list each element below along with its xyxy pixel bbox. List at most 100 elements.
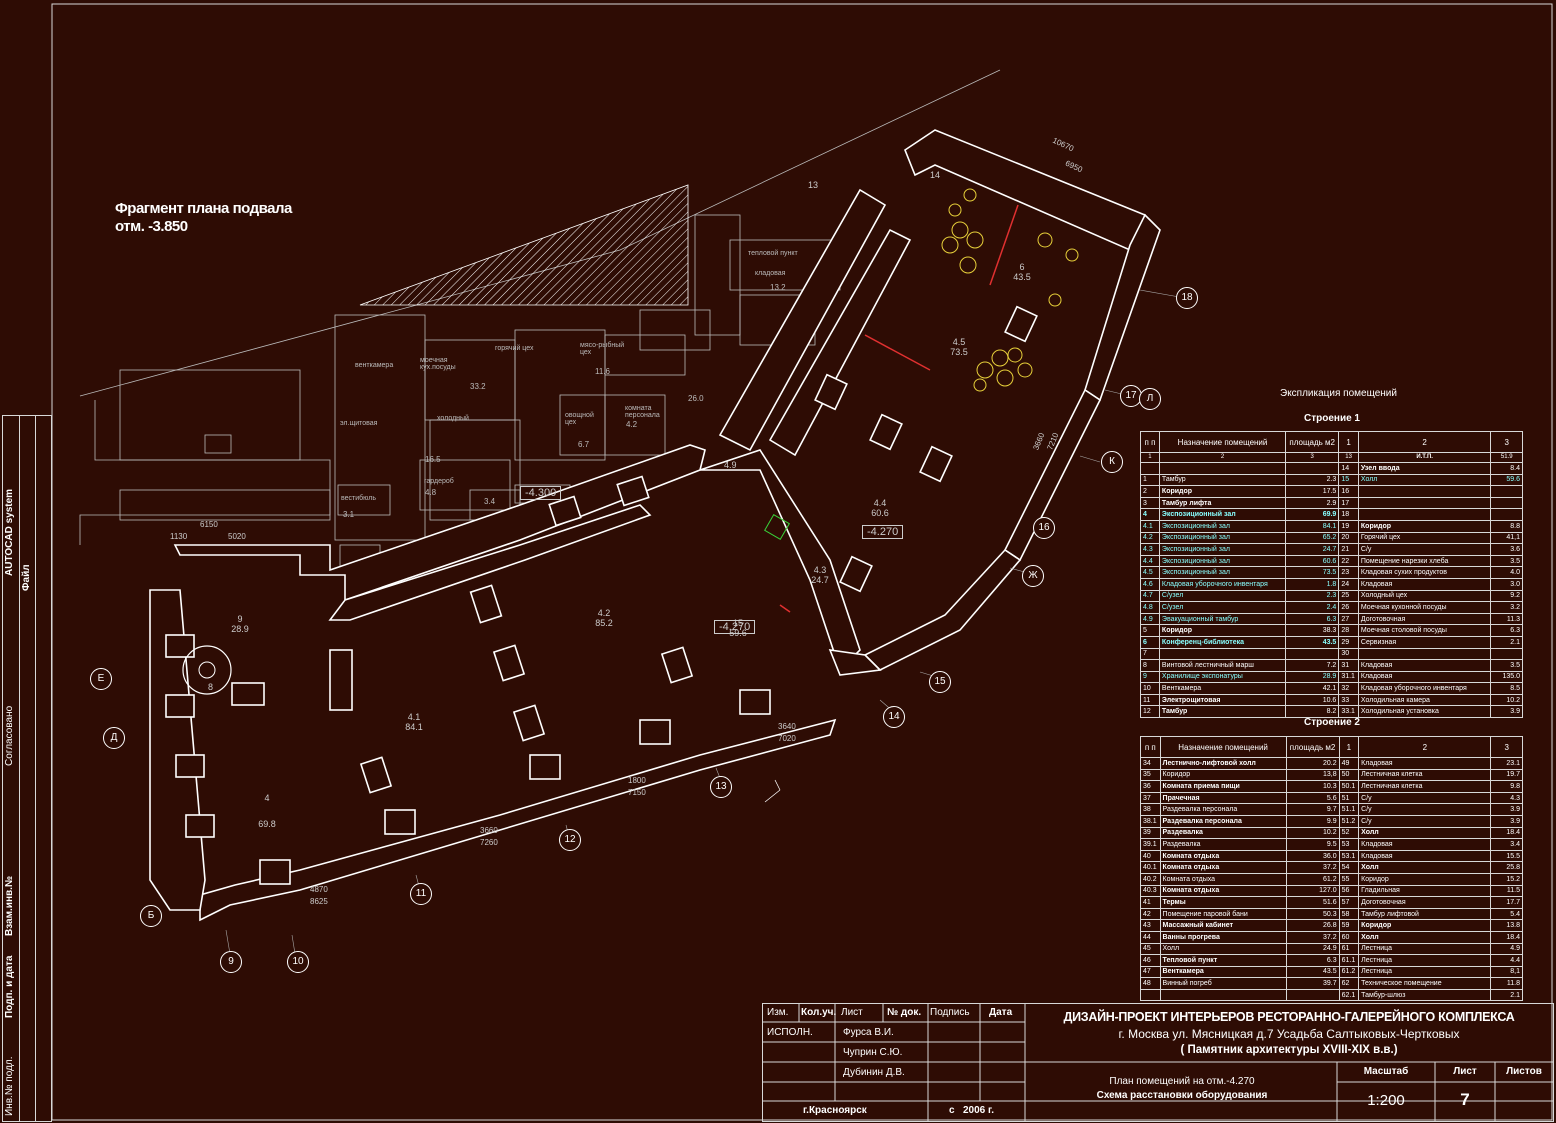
table-cell: 7.2 <box>1285 659 1340 672</box>
table-cell: Холодильная камера <box>1357 693 1492 707</box>
side-label: Согласовано <box>4 705 15 766</box>
axis-bubble: Е <box>90 668 112 690</box>
table-cell: 12 <box>1140 705 1160 719</box>
table-cell: Кладовая уборочного инвентаря <box>1158 577 1287 591</box>
table-cell: 10.2 <box>1490 693 1523 707</box>
table-cell: 4.4 <box>1140 554 1160 568</box>
room-name: эл.щитовая <box>340 420 378 427</box>
main-hall-walls <box>149 129 1161 922</box>
table-cell: 3 <box>1140 496 1160 510</box>
table-cell: 24 <box>1338 577 1359 591</box>
table-cell: 2 <box>1140 485 1160 498</box>
table-cell: 5.4 <box>1490 907 1523 921</box>
table-cell: Кладовая сухих продуктов <box>1357 566 1492 579</box>
table-cell: Тамбур лифта <box>1158 496 1287 510</box>
header-cell: площадь м2 <box>1285 736 1340 758</box>
table-cell: 65.2 <box>1285 531 1340 545</box>
table-cell: 50.3 <box>1285 907 1340 921</box>
table-cell: Хранилище экспонатуры <box>1158 670 1287 684</box>
table-cell: Тепловой пункт <box>1159 954 1287 967</box>
table-cell: Комната отдыха <box>1159 884 1287 898</box>
table-cell: 4.4 <box>1490 954 1523 967</box>
table-cell: Коридор <box>1358 919 1492 932</box>
table-cell: 4.6 <box>1140 577 1160 591</box>
table-cell: С/у <box>1358 791 1492 805</box>
table-cell: 36.0 <box>1285 849 1340 863</box>
table-cell: Раздевалка персонала <box>1159 814 1287 828</box>
side-stamp: AUTOCAD system Файл Согласовано Взам.инв… <box>2 415 52 1122</box>
table-cell: 37.2 <box>1285 861 1340 874</box>
table-header-row: п п Назначение помещений площадь м2 1 2 … <box>1140 431 1523 453</box>
room-area: 43.5 <box>1013 272 1031 282</box>
table-cell: 51 <box>1338 791 1360 805</box>
table-cell <box>1159 988 1287 1002</box>
dimension: 3640 <box>778 722 796 731</box>
table-cell: 3.5 <box>1490 554 1523 568</box>
dimension: 6150 <box>200 520 218 529</box>
header-cell: Назначение помещений <box>1159 736 1287 758</box>
table-cell: Тамбур-шлюз <box>1358 988 1492 1002</box>
table-cell: 1 <box>1140 473 1160 487</box>
axis-bubble: 16 <box>1033 517 1055 539</box>
table-cell: 3.9 <box>1490 803 1523 816</box>
table-cell: Раздевалка <box>1159 838 1287 851</box>
table-cell: Моечная столовой посуды <box>1357 624 1492 637</box>
table-cell: Тамбур <box>1158 473 1287 487</box>
table-cell: 10.2 <box>1285 826 1340 840</box>
table-cell: 15.2 <box>1490 872 1523 886</box>
room-label: 14 <box>930 170 941 180</box>
room-number: 9 <box>237 614 243 624</box>
dimension: 1130 <box>170 532 188 541</box>
room-name: горячий цех <box>495 345 534 352</box>
table-cell: 31 <box>1338 659 1359 672</box>
dimension: 5020 <box>228 532 246 541</box>
table-cell: Кладовая <box>1357 670 1492 684</box>
table-cell: 36 <box>1140 780 1161 793</box>
table-cell: 8.4 <box>1490 462 1523 475</box>
table-cell: Лестница <box>1358 965 1492 979</box>
table-cell: Помещение нарезки хлеба <box>1357 554 1492 568</box>
table-cell: 61.1 <box>1338 954 1360 967</box>
header-cell: 2 <box>1357 431 1492 453</box>
table-cell: 15.5 <box>1490 849 1523 863</box>
table-cell: Коридор <box>1158 624 1287 637</box>
table-subheader-row: 1 2 3 13 И.Т.П. 51.9 <box>1140 452 1523 463</box>
axis-bubble: Ж <box>1022 565 1044 587</box>
table-cell: 2.4 <box>1285 601 1340 614</box>
sheet-frame <box>51 3 1553 1121</box>
table-cell: 3.6 <box>1490 543 1523 556</box>
table-cell: 127.0 <box>1285 884 1340 898</box>
axis-bubble: К <box>1101 451 1123 473</box>
axis-bubble: Л <box>1139 388 1161 410</box>
room-name: комната персонала <box>625 405 660 419</box>
axis-bubble: 9 <box>220 951 242 973</box>
header-cell: 3 <box>1490 431 1523 453</box>
table-cell: Экспозиционный зал <box>1158 554 1287 568</box>
table-cell: Доготовочная <box>1357 612 1492 626</box>
table-cell: 26 <box>1338 601 1359 614</box>
table-cell: 31.1 <box>1338 670 1359 684</box>
explication-table-body: п п Назначение помещений площадь м2 1 2 … <box>1140 431 1523 719</box>
table-cell: 19.7 <box>1490 768 1523 782</box>
room-area: 13.2 <box>770 283 786 292</box>
table-cell: 47 <box>1140 965 1161 979</box>
table-cell <box>1140 462 1160 475</box>
table-cell: 22 <box>1338 554 1359 568</box>
table-cell: 43.5 <box>1285 635 1340 649</box>
table-cell: Моечная кухонной посуды <box>1357 601 1492 614</box>
table-cell: Ванны прогрева <box>1159 930 1287 944</box>
table-cell: 84.1 <box>1285 519 1340 533</box>
table-cell: 17.7 <box>1490 896 1523 909</box>
table-cell <box>1285 988 1340 1002</box>
axis-bubble: 18 <box>1176 287 1198 309</box>
